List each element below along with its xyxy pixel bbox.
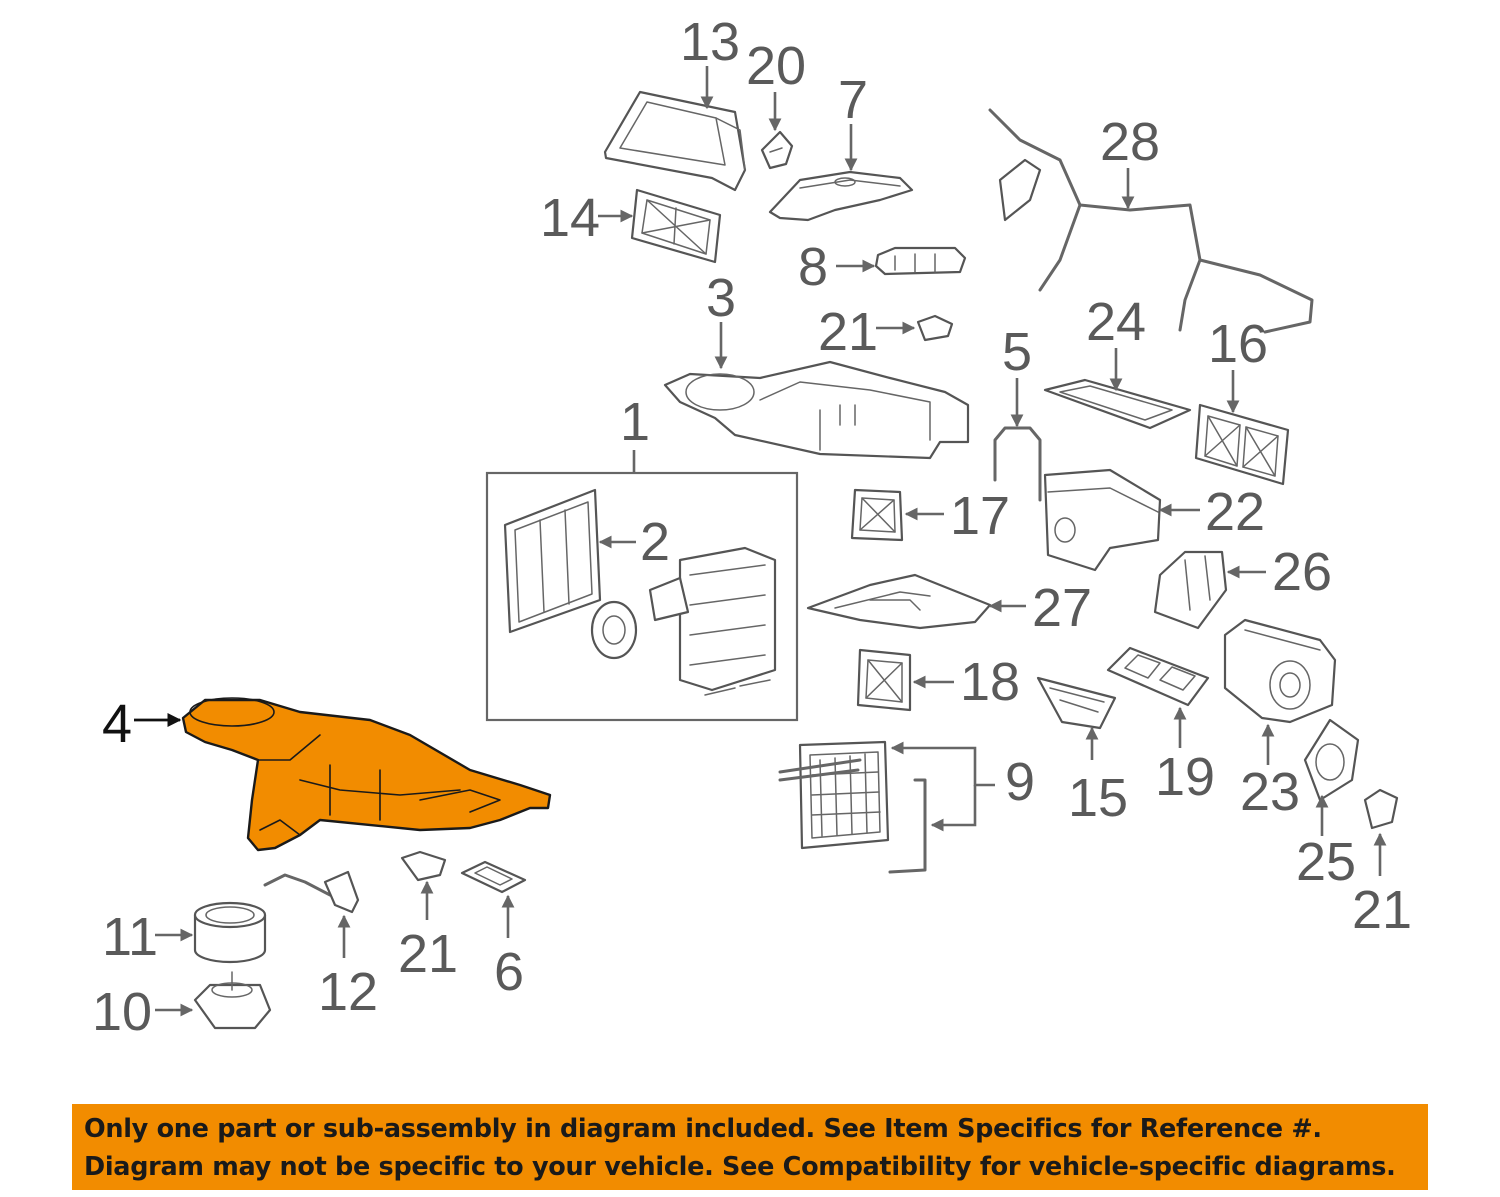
part-21-upper-sensor — [916, 314, 954, 342]
svg-text:5: 5 — [1002, 322, 1032, 382]
svg-text:13: 13 — [680, 12, 740, 72]
part-6-seal — [460, 860, 527, 894]
svg-text:19: 19 — [1155, 747, 1215, 807]
disclaimer-banner: Only one part or sub-assembly in diagram… — [72, 1104, 1428, 1190]
svg-text:4: 4 — [102, 694, 132, 754]
disclaimer-line-1: Only one part or sub-assembly in diagram… — [84, 1114, 1322, 1144]
part-8-bracket — [874, 246, 967, 276]
callout-18: 18 — [912, 652, 1020, 712]
part-25-cover — [1303, 718, 1360, 802]
callout-15: 15 — [1068, 726, 1128, 828]
svg-text:14: 14 — [540, 188, 600, 248]
part-21-right-sensor — [1363, 788, 1399, 830]
part-4-lower-case-highlighted — [181, 697, 552, 852]
callout-3: 3 — [706, 268, 736, 370]
callout-21-upper: 21 — [818, 302, 916, 362]
callout-2: 2 — [598, 512, 670, 572]
callout-19: 19 — [1155, 706, 1215, 807]
part-11-blower-wheel — [193, 901, 267, 964]
svg-text:12: 12 — [318, 962, 378, 1022]
svg-text:10: 10 — [92, 982, 152, 1042]
svg-text:11: 11 — [102, 907, 158, 967]
svg-text:7: 7 — [838, 70, 868, 130]
callout-1: 1 — [620, 392, 650, 473]
svg-text:22: 22 — [1205, 482, 1265, 542]
part-5-hose — [993, 426, 1042, 502]
svg-text:27: 27 — [1032, 578, 1092, 638]
callout-5: 5 — [1002, 322, 1032, 428]
svg-text:6: 6 — [494, 942, 524, 1002]
callout-21-lower: 21 — [398, 880, 458, 984]
callout-7: 7 — [838, 70, 868, 172]
svg-text:1: 1 — [620, 392, 650, 452]
callout-20: 20 — [746, 36, 806, 132]
svg-text:23: 23 — [1240, 762, 1300, 822]
part-10-blower-motor — [193, 971, 272, 1030]
callout-16: 16 — [1208, 314, 1268, 414]
svg-text:21: 21 — [1352, 880, 1412, 940]
svg-text:9: 9 — [1005, 752, 1035, 812]
part-21-lower-sensor — [400, 850, 447, 882]
part-24-filter — [1043, 378, 1192, 430]
svg-text:16: 16 — [1208, 314, 1268, 374]
svg-text:2: 2 — [640, 512, 670, 572]
part-19-door — [1106, 646, 1210, 707]
callout-10: 10 — [92, 982, 194, 1042]
svg-text:15: 15 — [1068, 768, 1128, 828]
svg-text:26: 26 — [1272, 542, 1332, 602]
svg-text:21: 21 — [818, 302, 878, 362]
part-17-filter — [850, 488, 904, 542]
callout-25: 25 — [1296, 794, 1356, 892]
svg-text:25: 25 — [1296, 832, 1356, 892]
callout-12: 12 — [318, 914, 378, 1022]
callout-21-right: 21 — [1352, 832, 1412, 940]
part-2-evaporator — [503, 488, 777, 696]
callout-14: 14 — [540, 188, 634, 248]
part-22-case — [1043, 468, 1162, 572]
part-7-duct — [768, 170, 914, 222]
svg-text:8: 8 — [798, 237, 828, 297]
svg-text:18: 18 — [960, 652, 1020, 712]
part-9-heater-core — [778, 740, 927, 874]
part-14-filter — [630, 188, 722, 264]
callout-26: 26 — [1226, 542, 1332, 602]
svg-text:17: 17 — [950, 486, 1010, 546]
callout-13: 13 — [680, 12, 740, 110]
svg-text:21: 21 — [398, 924, 458, 984]
callout-4: 4 — [102, 694, 182, 754]
part-20-actuator — [760, 130, 794, 170]
part-15-duct — [1036, 676, 1117, 730]
part-26-door — [1153, 550, 1228, 630]
svg-text:28: 28 — [1100, 112, 1160, 172]
callout-23: 23 — [1240, 723, 1300, 822]
part-1-group — [485, 471, 799, 722]
part-3-housing — [663, 360, 970, 460]
callout-6: 6 — [494, 894, 524, 1002]
svg-text:3: 3 — [706, 268, 736, 328]
callout-28: 28 — [1100, 112, 1160, 210]
part-18-filter — [856, 648, 912, 712]
callout-17: 17 — [904, 486, 1010, 546]
part-28-wiring-harness — [988, 108, 1314, 334]
callout-22: 22 — [1158, 482, 1265, 542]
part-16-filter — [1194, 403, 1290, 486]
svg-text:24: 24 — [1086, 292, 1146, 352]
disclaimer-line-2: Diagram may not be specific to your vehi… — [84, 1152, 1396, 1182]
callout-27: 27 — [988, 578, 1092, 638]
part-23-blower-housing — [1223, 618, 1337, 724]
svg-text:20: 20 — [746, 36, 806, 96]
part-27-duct-plate — [806, 573, 992, 630]
callout-11: 11 — [102, 907, 194, 967]
callout-9: 9 — [890, 741, 1035, 832]
callout-8: 8 — [798, 237, 876, 297]
callout-24: 24 — [1086, 292, 1146, 392]
part-13-case — [603, 90, 747, 192]
part-12-resistor — [263, 870, 360, 914]
